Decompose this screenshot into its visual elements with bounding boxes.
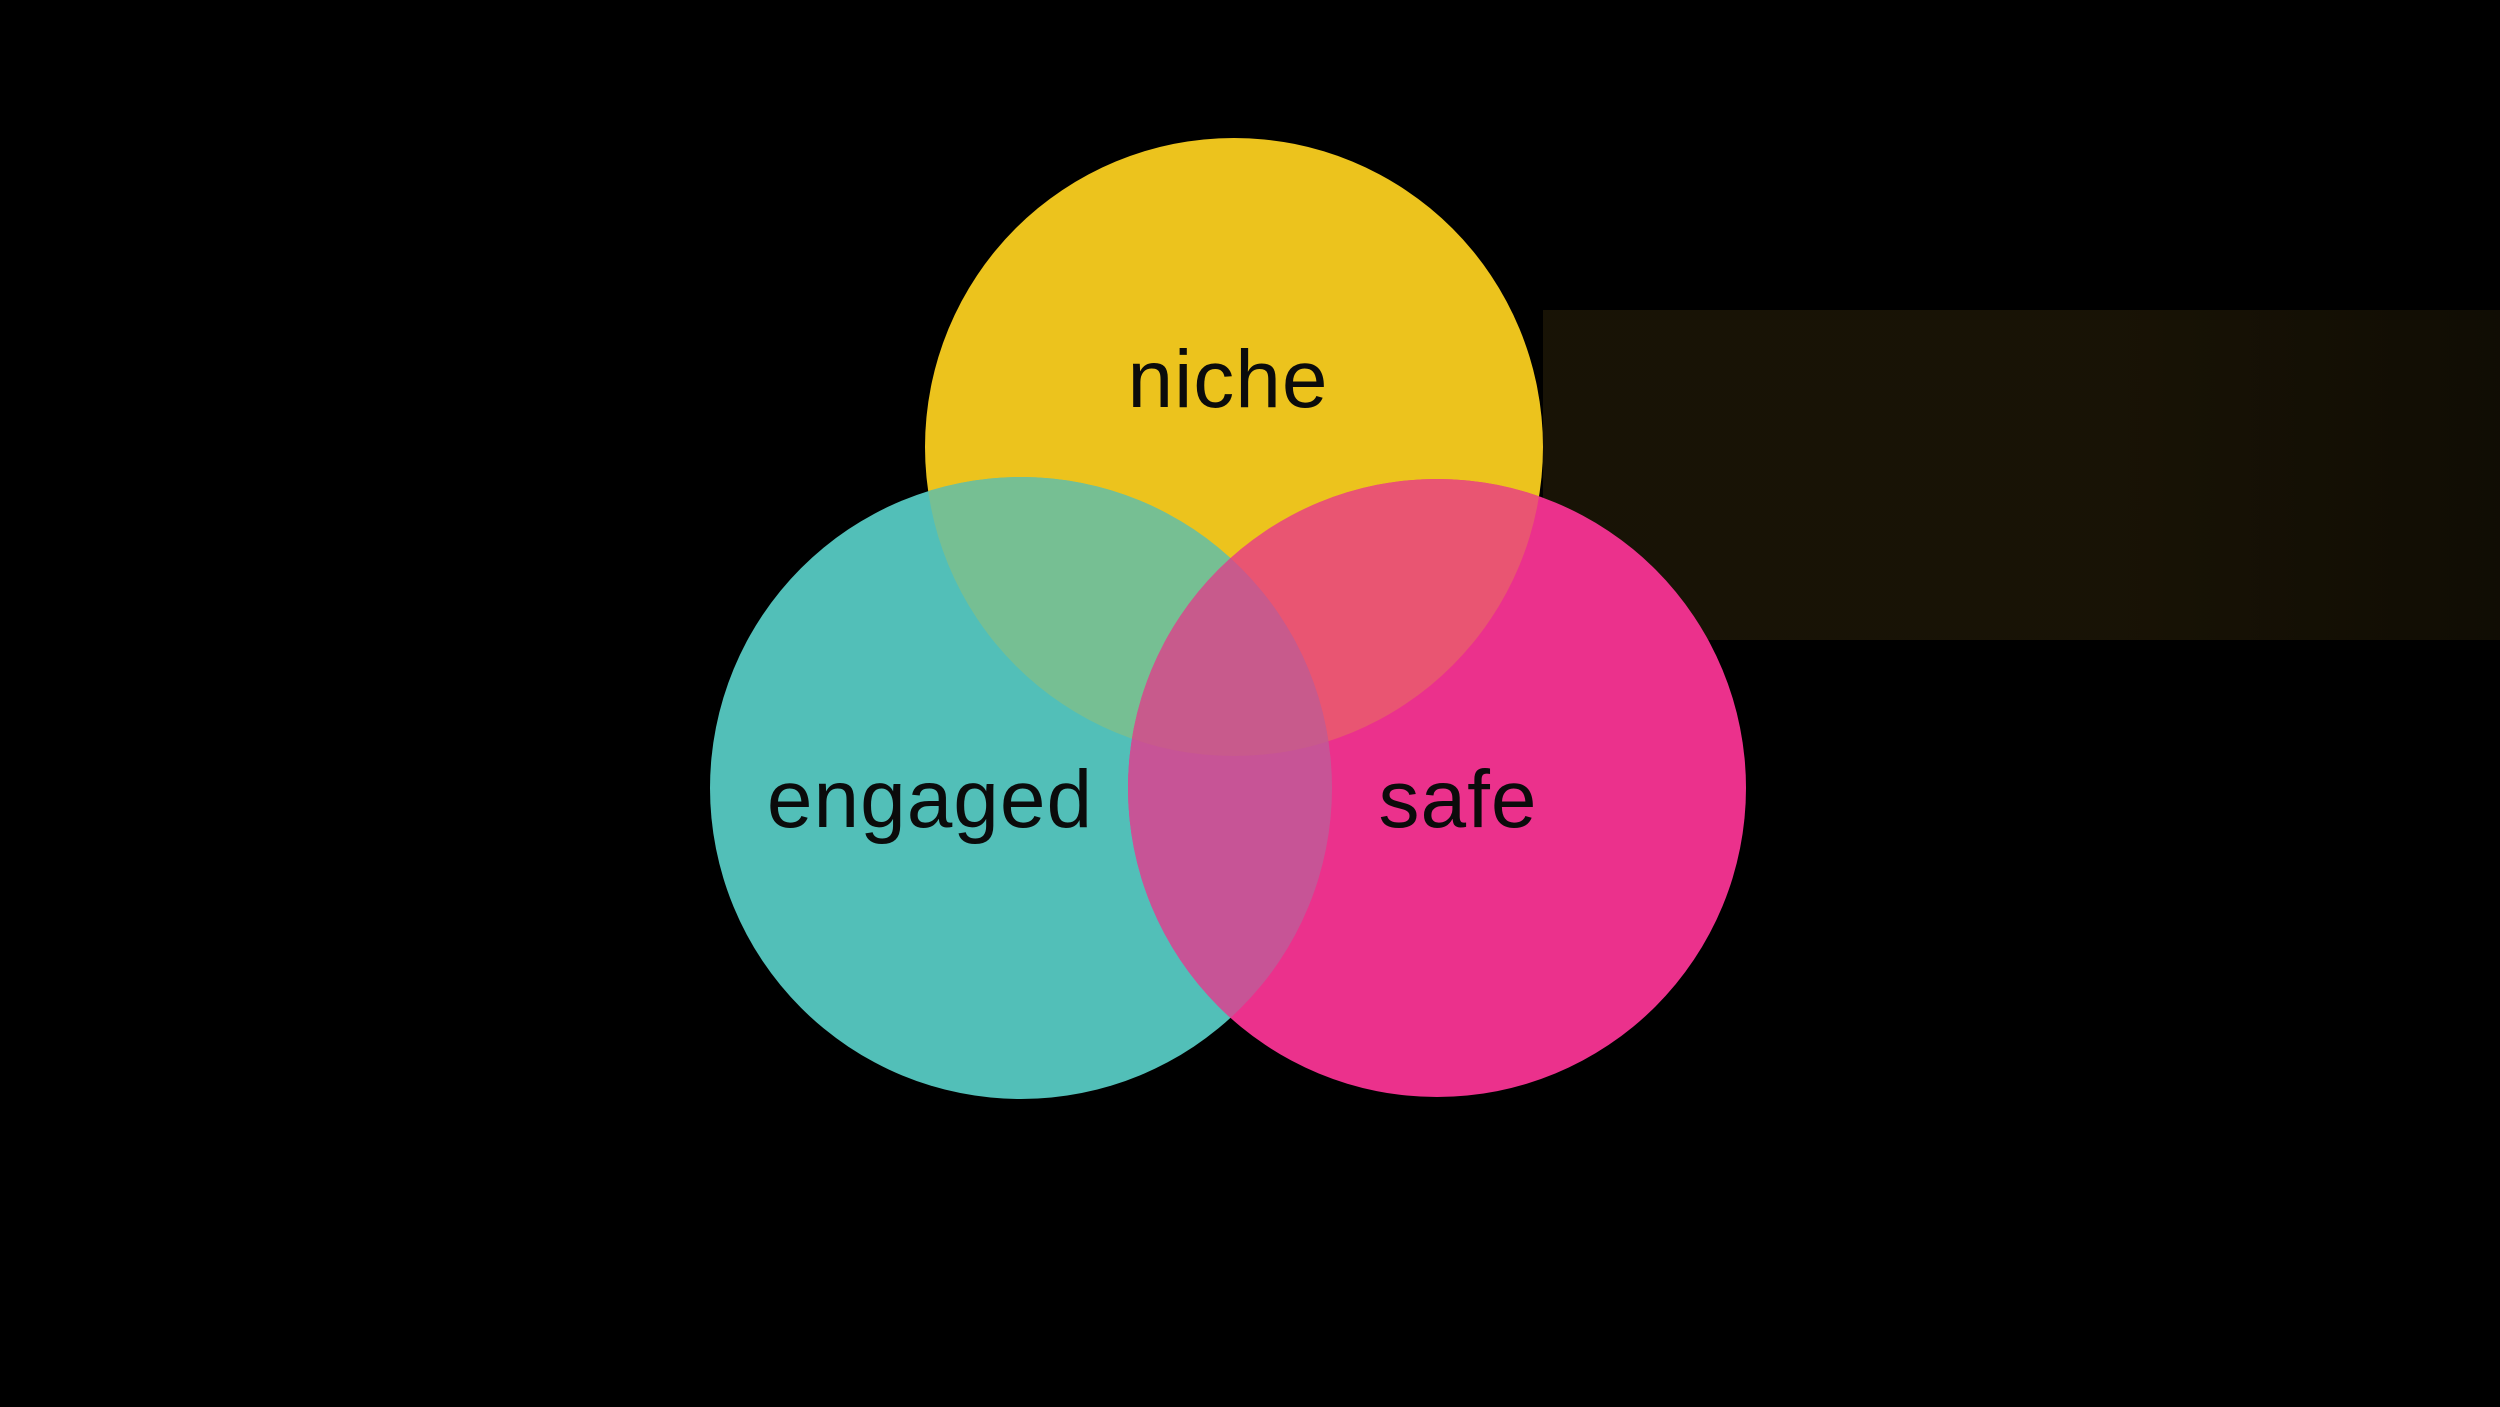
intersection-all (1128, 479, 1332, 756)
decorative-shadow (1543, 310, 2500, 640)
label-niche: niche (1127, 334, 1329, 425)
label-safe: safe (1378, 754, 1538, 845)
label-engaged: engaged (766, 754, 1094, 845)
